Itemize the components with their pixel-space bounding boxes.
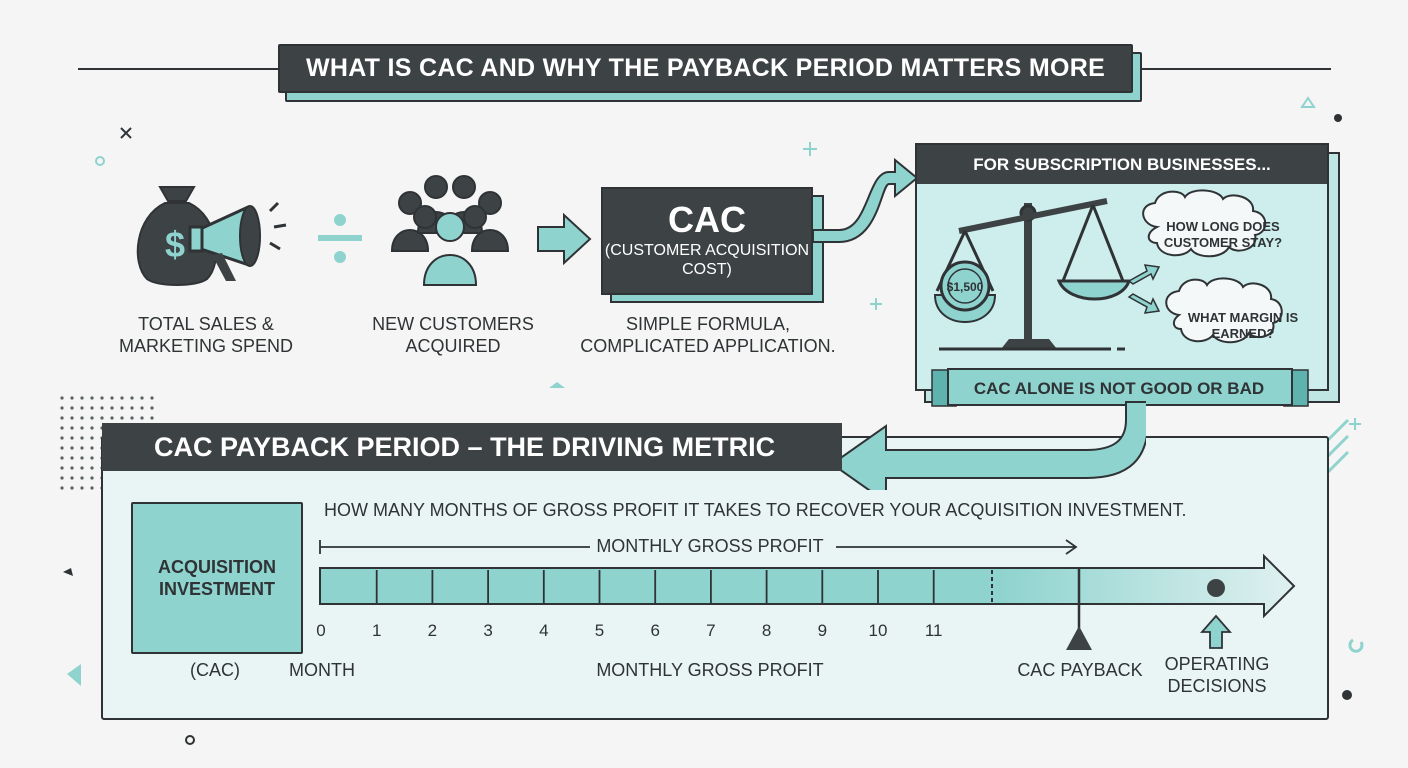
connector-arrow-icon (830, 401, 1146, 490)
question-stay: HOW LONG DOES CUSTOMER STAY? (1163, 219, 1283, 250)
month-tick-label: 1 (371, 621, 382, 640)
bottom-gross-profit-label: MONTHLY GROSS PROFIT (596, 660, 824, 680)
payback-timeline (319, 539, 1296, 650)
month-tick-label: 8 (761, 621, 772, 640)
ribbon-text: CAC ALONE IS NOT GOOD OR BAD (973, 379, 1265, 398)
balance-scale-icon (935, 198, 1132, 351)
megaphone-icon (188, 201, 287, 281)
money-bag-icon: $ (136, 186, 218, 286)
money-symbol: $ (165, 224, 185, 265)
customers-label: NEW CUSTOMERS ACQUIRED (372, 314, 534, 356)
cac-subtitle: (CUSTOMER ACQUISITION COST) (604, 242, 810, 278)
payback-header: CAC PAYBACK PERIOD – THE DRIVING METRIC (102, 423, 842, 471)
question-margin: WHAT MARGIN IS EARNED? (1187, 310, 1299, 341)
month-tick-label: 5 (594, 621, 605, 640)
up-arrow-icon (1200, 614, 1232, 649)
people-group-icon (390, 175, 510, 286)
month-label: MONTH (289, 660, 355, 680)
thought-cloud-icon (1142, 189, 1283, 344)
subscription-header: FOR SUBSCRIPTION BUSINESSES... (917, 145, 1327, 184)
payback-description: HOW MANY MONTHS OF GROSS PROFIT IT TAKES… (324, 500, 1187, 520)
acquisition-investment-box: ACQUISITION INVESTMENT (131, 502, 303, 654)
month-tick-label: 6 (650, 621, 660, 640)
curved-arrow-icon (812, 157, 919, 243)
month-tick-label: 11 (924, 621, 943, 640)
cac-caption: SIMPLE FORMULA, COMPLICATED APPLICATION. (580, 314, 836, 356)
formula-icons: $ (136, 175, 592, 286)
title-rule-right (1131, 68, 1331, 70)
arrow-right-icon (537, 212, 592, 266)
page-title: WHAT IS CAC AND WHY THE PAYBACK PERIOD M… (278, 44, 1133, 93)
cac-label: (CAC) (190, 660, 240, 680)
subscription-art: $1,500 (933, 189, 1283, 351)
operating-decisions-label: OPERATING DECISIONS (1164, 654, 1270, 696)
month-tick-label: 7 (706, 621, 716, 640)
coin-icon: $1,500 (933, 260, 997, 323)
coin-value: $1,500 (947, 280, 984, 294)
ribbon (931, 368, 1309, 407)
arrow-gross-profit-label: MONTHLY GROSS PROFIT (596, 536, 824, 556)
cac-payback-label: CAC PAYBACK (1017, 660, 1143, 680)
spend-label: TOTAL SALES & MARKETING SPEND (118, 314, 294, 356)
month-tick-label: 9 (817, 621, 828, 640)
cac-box: CAC (CUSTOMER ACQUISITION COST) (601, 187, 813, 295)
acquisition-investment-label: ACQUISITION INVESTMENT (157, 557, 276, 599)
month-tick-label: 2 (427, 621, 438, 640)
cac-title: CAC (668, 199, 746, 240)
month-tick-label: 4 (539, 621, 549, 640)
month-tick-label: 10 (868, 621, 888, 640)
month-tick-label: 0 (316, 621, 326, 640)
divide-icon (318, 214, 362, 263)
month-tick-label: 3 (483, 621, 493, 640)
title-rule-left (78, 68, 278, 70)
